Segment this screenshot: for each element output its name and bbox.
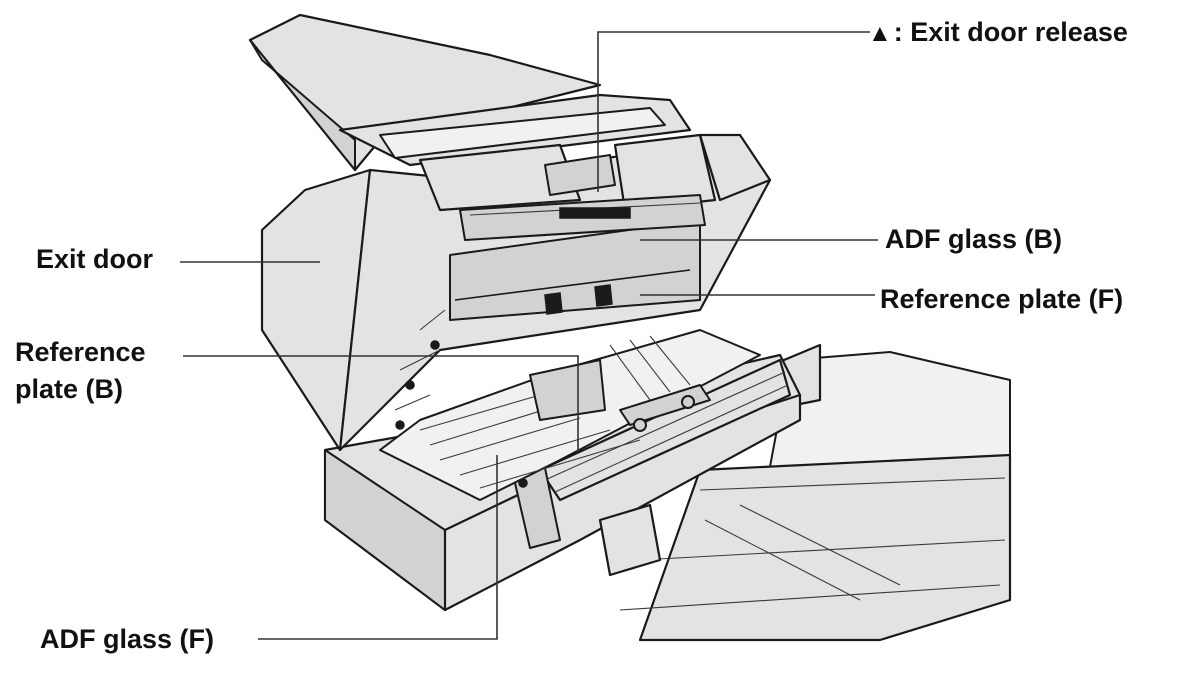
label-exit-door-release-prefix: :: [893, 17, 911, 47]
label-reference-plate-b-line2: plate (B): [15, 374, 123, 404]
label-reference-plate-f: Reference plate (F): [880, 284, 1124, 314]
label-adf-glass-f: ADF glass (F): [40, 624, 215, 654]
label-reference-plate-b-line1: Reference: [15, 337, 146, 367]
leader-adf-glass-f: [258, 455, 498, 640]
label-exit-door-release: ▲: Exit door release: [868, 15, 1128, 51]
label-adf-glass-b: ADF glass (B): [885, 224, 1063, 254]
feed-area: [379, 329, 761, 501]
label-exit-door-release-text: Exit door release: [910, 17, 1128, 47]
label-exit-door: Exit door: [36, 244, 154, 274]
leader-lines: [180, 31, 878, 640]
triangle-up-icon: ▲: [868, 20, 892, 47]
leader-reference-plate-b: [183, 355, 579, 452]
leader-exit-door-release: [597, 31, 870, 192]
paper-hopper: [248, 13, 772, 241]
